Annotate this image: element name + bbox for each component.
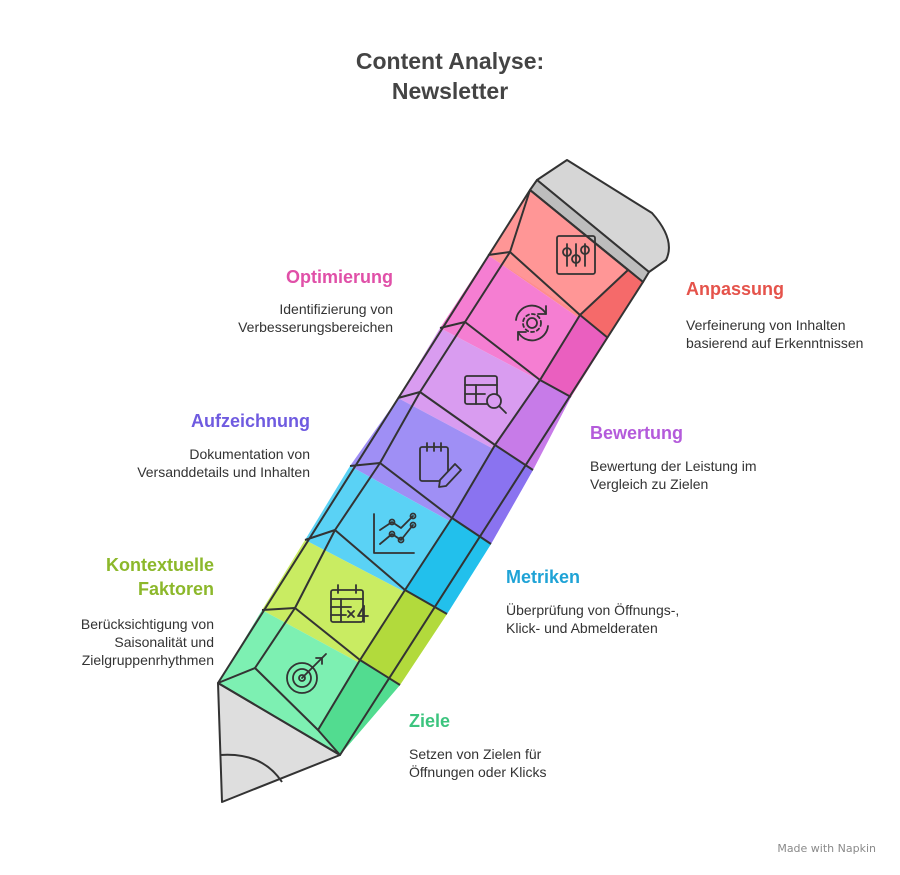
step-desc-metriken: Überprüfung von Öffnungs-, Klick- und Ab… — [506, 602, 680, 636]
notepad-pencil-icon — [419, 442, 462, 488]
adjust-sliders-icon — [556, 235, 596, 275]
diagram-title: Content Analyse: Newsletter — [0, 46, 900, 106]
pencil-outline — [217, 189, 644, 756]
step-label-bewertung: Bewertung — [590, 423, 684, 443]
step-desc-optimierung: Identifizierung von Verbesserungsbereich… — [238, 301, 393, 335]
step-label-aufzeichnung: Aufzeichnung — [191, 411, 310, 431]
pencil-segment-kontextuelle-faktoren — [262, 540, 447, 685]
step-label-ziele: Ziele — [409, 711, 451, 731]
step-desc-bewertung: Bewertung der Leistung im Vergleich zu Z… — [590, 458, 757, 492]
line-chart-icon — [373, 512, 417, 554]
title-line-1: Content Analyse: — [355, 48, 545, 74]
target-icon — [286, 653, 327, 694]
calendar-icon — [330, 584, 369, 623]
refresh-gear-icon — [515, 304, 549, 342]
step-label-metriken: Metriken — [506, 567, 581, 587]
napkin-watermark: Made with Napkin — [777, 842, 876, 855]
step-label-kontextuelle-faktoren: Kontextuelle Faktoren — [105, 555, 214, 599]
table-search-icon — [464, 375, 507, 414]
title-line-2: Newsletter — [391, 78, 509, 104]
step-label-anpassung: Anpassung — [686, 279, 785, 299]
step-desc-aufzeichnung: Dokumentation von Versanddetails und Inh… — [137, 446, 310, 480]
step-desc-ziele: Setzen von Zielen für Öffnungen oder Kli… — [409, 746, 547, 780]
step-label-optimierung: Optimierung — [286, 267, 393, 287]
step-desc-anpassung: Verfeinerung von Inhalten basierend auf … — [686, 317, 864, 351]
step-desc-kontextuelle-faktoren: Berücksichtigung von Saisonalität und Zi… — [80, 616, 214, 668]
pencil-segment-bewertung — [398, 328, 571, 470]
pencil-segment-anpassung — [488, 190, 643, 338]
